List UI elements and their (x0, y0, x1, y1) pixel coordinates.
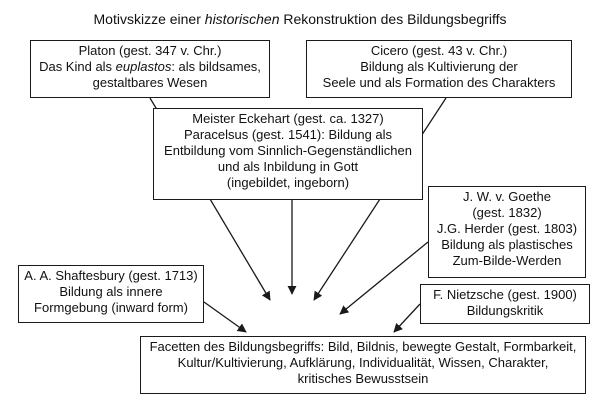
box-facetten: Facetten des Bildungsbegriffs: Bild, Bil… (140, 336, 586, 394)
arrow-goethe (339, 241, 429, 315)
box-nietzsche: F. Nietzsche (gest. 1900) Bildungskritik (420, 284, 590, 324)
title-italic: historischen (204, 11, 280, 27)
diagram-title: Motivskizze einer historischen Rekonstru… (93, 11, 507, 27)
box-shaftesbury: A. A. Shaftesbury (gest. 1713) Bildung a… (18, 265, 204, 323)
arrow-nietzsche (393, 303, 421, 333)
arrow-shaftesbury (203, 301, 247, 333)
box-platon: Platon (gest. 347 v. Chr.) Das Kind als … (30, 40, 270, 98)
box-eckhart: Meister Eckehart (gest. ca. 1327) Parace… (153, 108, 423, 200)
box-goethe: J. W. v. Goethe (gest. 1832) J.G. Herder… (428, 186, 586, 278)
box-cicero: Cicero (gest. 43 v. Chr.) Bildung als Ku… (306, 40, 572, 98)
